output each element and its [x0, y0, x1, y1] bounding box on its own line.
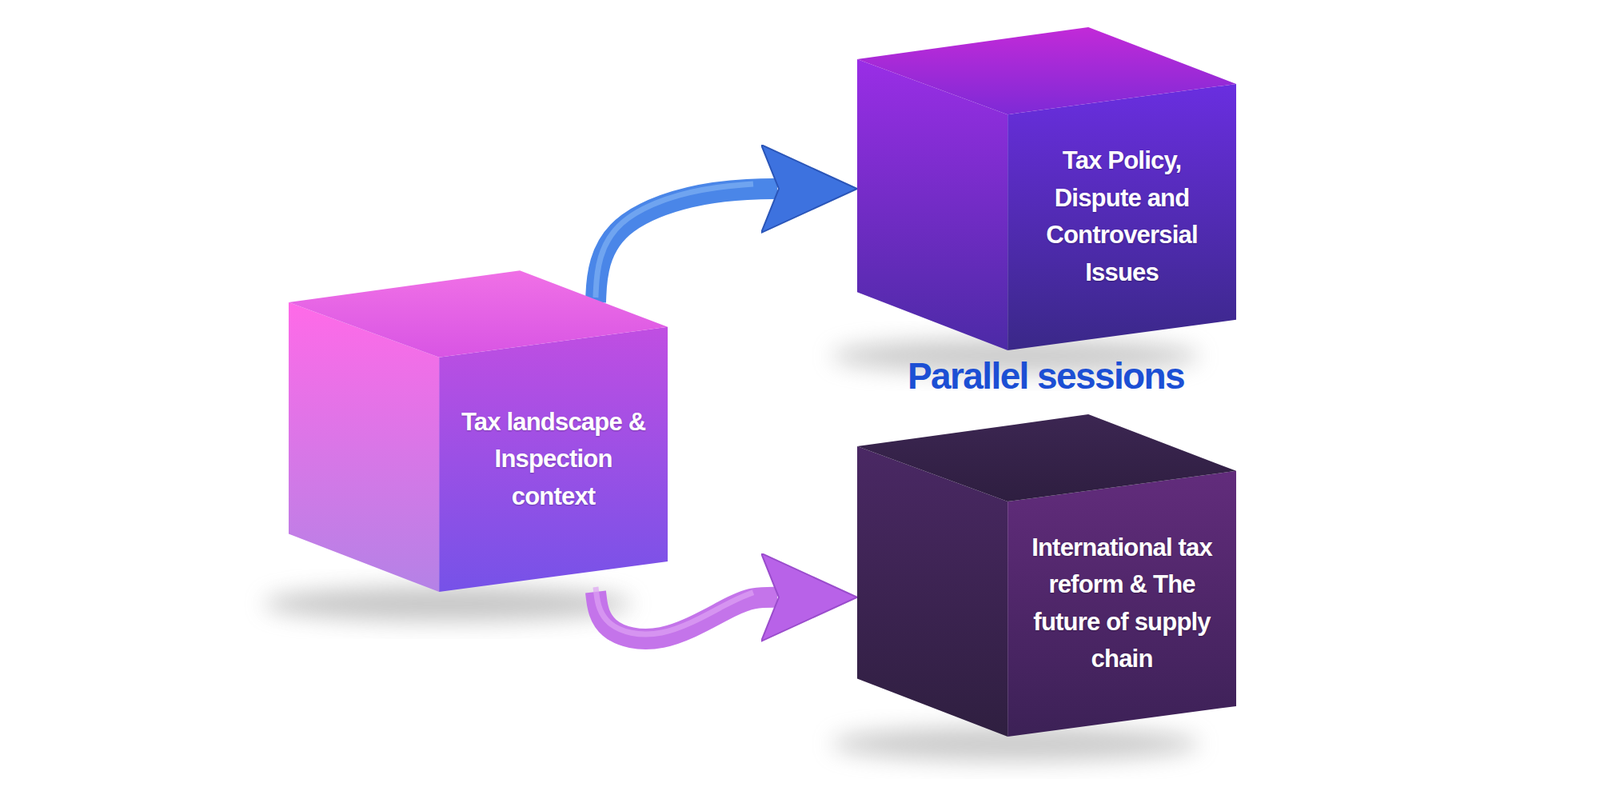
cube-node: Tax landscape & Inspection context — [288, 302, 668, 592]
arrow-highlight — [595, 586, 754, 635]
cube-front-face — [1007, 83, 1237, 351]
front-face: Tax landscape & Inspection context — [450, 357, 657, 562]
front-face: Tax Policy, Dispute and Controversial Is… — [1018, 114, 1225, 320]
arrow-highlight — [595, 183, 754, 298]
front-face: International tax reform & The future of… — [1018, 501, 1225, 707]
node-text: Tax landscape & Inspection context — [450, 403, 657, 516]
node-text: Tax Policy, Dispute and Controversial Is… — [1018, 142, 1225, 292]
node-text: International tax reform & The future of… — [1018, 529, 1225, 679]
cube-top-face — [288, 270, 668, 358]
arrow-group — [595, 183, 778, 303]
cube-front-face — [1007, 470, 1237, 737]
cube-top-face — [857, 414, 1237, 502]
section-label: Parallel sessions — [907, 354, 1185, 398]
cube-node: International tax reform & The future of… — [857, 446, 1237, 737]
shadow — [263, 586, 632, 622]
arrow-connector — [595, 188, 778, 303]
cube-top-face — [857, 27, 1237, 115]
cube-front-face — [438, 327, 668, 592]
arrow-group — [595, 586, 778, 639]
cube-node: Tax Policy, Dispute and Controversial Is… — [857, 59, 1237, 351]
